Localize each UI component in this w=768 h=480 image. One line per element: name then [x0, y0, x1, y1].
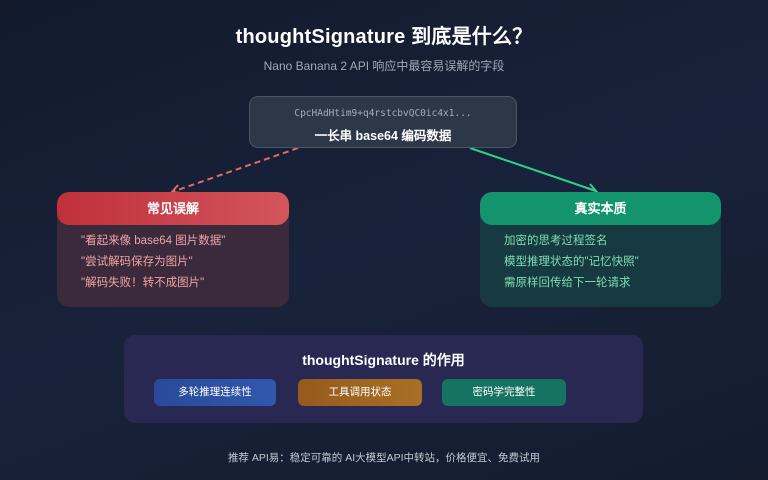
- code-sample: CpcHAdHtim9+q4rstcbvQC0ic4x1...: [294, 108, 472, 119]
- role-pill-crypto-integrity: 密码学完整性: [442, 379, 566, 406]
- list-item: 加密的思考过程签名: [504, 235, 608, 247]
- role-pill-reasoning-continuity: 多轮推理连续性: [154, 379, 276, 406]
- list-item: 模型推理状态的"记忆快照": [504, 256, 639, 268]
- base64-data-box: CpcHAdHtim9+q4rstcbvQC0ic4x1... 一长串 base…: [249, 96, 517, 148]
- list-item: "看起来像 base64 图片数据": [81, 235, 226, 247]
- reality-card: 真实本质 加密的思考过程签名 模型推理状态的"记忆快照" 需原样回传给下一轮请求: [480, 192, 721, 307]
- roles-panel: thoughtSignature 的作用 多轮推理连续性 工具调用状态 密码学完…: [124, 335, 643, 423]
- reality-title: 真实本质: [480, 192, 721, 225]
- misconception-card: 常见误解 "看起来像 base64 图片数据" "尝试解码保存为图片" "解码失…: [57, 192, 289, 307]
- misconception-list: "看起来像 base64 图片数据" "尝试解码保存为图片" "解码失败！转不成…: [81, 234, 225, 297]
- list-item: 需原样回传给下一轮请求: [504, 277, 631, 289]
- page-title: thoughtSignature 到底是什么？: [235, 26, 533, 48]
- role-pill-tool-call-state: 工具调用状态: [298, 379, 422, 406]
- data-box-label: 一长串 base64 编码数据: [314, 129, 452, 143]
- solid-arrow-to-reality: [469, 147, 600, 194]
- page-subtitle: Nano Banana 2 API 响应中最容易误解的字段: [263, 59, 505, 73]
- list-item: "解码失败！转不成图片": [81, 277, 205, 289]
- dashed-arrow-to-misconception: [170, 147, 299, 194]
- reality-list: 加密的思考过程签名 模型推理状态的"记忆快照" 需原样回传给下一轮请求: [504, 234, 639, 297]
- misconception-title: 常见误解: [57, 192, 289, 225]
- roles-title: thoughtSignature 的作用: [302, 352, 465, 368]
- list-item: "尝试解码保存为图片": [81, 256, 193, 268]
- footer-recommendation: 推荐 API易：稳定可靠的 AI大模型API中转站，价格便宜、免费试用: [227, 452, 541, 464]
